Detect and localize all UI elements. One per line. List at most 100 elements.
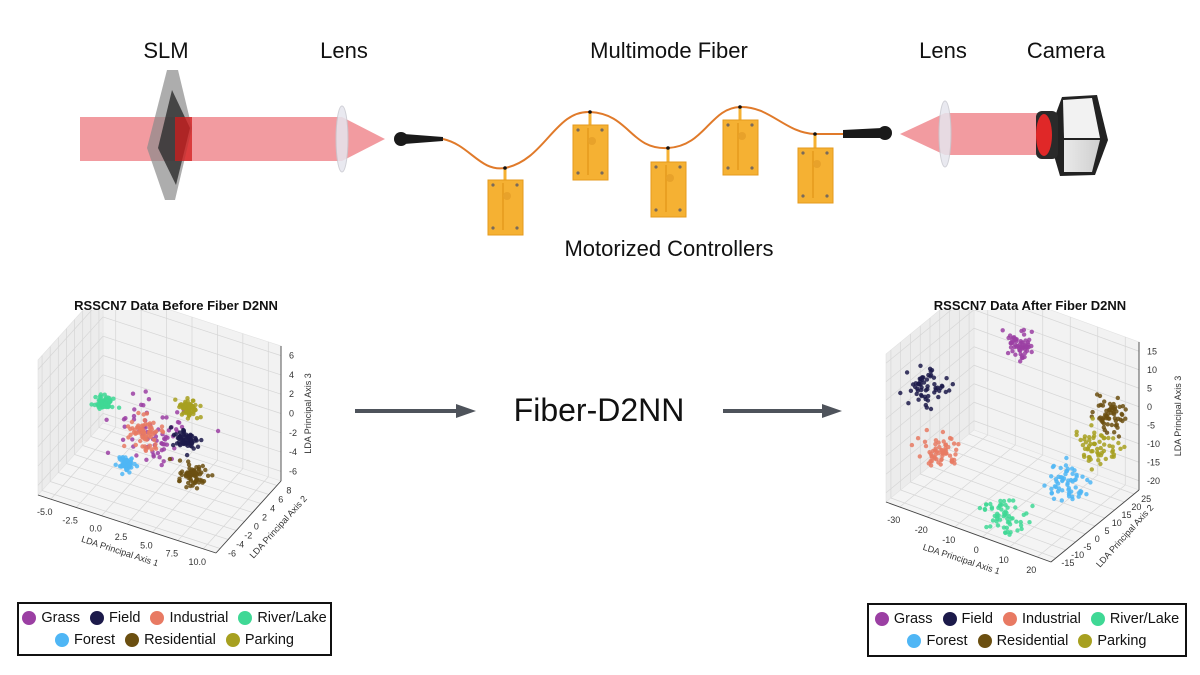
motorized-controller: [650, 146, 687, 218]
slm-label: SLM: [143, 38, 189, 63]
x-tick-label: 0: [974, 545, 979, 555]
left-fiber-connector: [394, 132, 443, 146]
motorized-controller: [797, 132, 834, 204]
grid-line: [885, 364, 975, 438]
data-point: [187, 433, 192, 438]
data-point: [171, 432, 177, 438]
data-point: [920, 375, 925, 380]
data-point: [1082, 454, 1087, 459]
data-point: [1076, 491, 1082, 496]
data-point: [93, 394, 98, 400]
grid-line: [102, 335, 282, 395]
legend-marker-icon: [1090, 612, 1105, 626]
data-point: [1110, 444, 1115, 449]
data-point: [1097, 416, 1102, 421]
y-tick-label: 20: [1131, 502, 1141, 512]
data-point: [1013, 352, 1018, 357]
data-point: [1007, 522, 1013, 527]
data-point: [1082, 446, 1088, 451]
data-point: [1074, 429, 1079, 434]
data-point: [1116, 440, 1121, 446]
data-point: [113, 462, 118, 467]
data-point: [924, 427, 929, 433]
data-point: [947, 435, 953, 441]
z-tick-label: -15: [1147, 457, 1160, 467]
data-point: [990, 518, 996, 523]
y-axis-line: [215, 480, 282, 554]
z-tick-label: -4: [289, 447, 297, 457]
data-point: [152, 437, 157, 443]
z-tick-label: -20: [1147, 476, 1160, 486]
slm-device: [147, 70, 192, 200]
grid-line: [126, 451, 193, 525]
legend-marker-icon: [225, 633, 240, 647]
data-point: [1074, 432, 1079, 438]
legend-label: Field: [961, 611, 993, 627]
x-tick-label: 5.0: [140, 540, 153, 550]
grid-line: [102, 316, 282, 376]
data-point: [168, 425, 174, 430]
data-point: [943, 450, 948, 455]
camera-device: [1036, 95, 1108, 176]
data-point: [1063, 463, 1069, 468]
data-point: [1008, 345, 1014, 350]
y-tick-label: -10: [1071, 550, 1084, 560]
data-point: [982, 506, 988, 512]
data-point: [949, 457, 955, 462]
data-point: [108, 399, 113, 404]
data-point: [1084, 492, 1089, 497]
data-point: [200, 463, 205, 469]
data-point: [189, 438, 194, 443]
legend-marker-icon: [1002, 612, 1017, 626]
data-point: [122, 424, 127, 429]
motorized-controllers-label: Motorized Controllers: [564, 236, 774, 261]
data-point: [153, 442, 158, 447]
data-point: [210, 473, 215, 478]
data-point: [135, 430, 141, 435]
grid-line: [74, 454, 253, 513]
data-point: [1017, 348, 1022, 353]
z-tick-label: -6: [289, 466, 297, 476]
grid-line: [929, 465, 1096, 527]
data-point: [181, 431, 186, 437]
data-point: [185, 396, 190, 401]
data-point: [120, 437, 126, 442]
series-residential: [1089, 392, 1128, 439]
data-point: [939, 457, 944, 463]
data-point: [103, 401, 108, 406]
data-point: [145, 422, 151, 427]
data-point: [1003, 502, 1008, 508]
legend-marker-icon: [942, 612, 957, 626]
data-point: [159, 424, 165, 429]
data-point: [950, 382, 955, 387]
data-point: [906, 401, 911, 406]
data-point: [133, 442, 138, 448]
right-fiber-connector: [843, 126, 892, 140]
grid-line: [75, 435, 142, 508]
z-tick-label: -5: [1147, 420, 1155, 430]
data-point: [143, 447, 148, 452]
data-point: [1021, 327, 1027, 333]
data-point: [1072, 477, 1077, 483]
camera-label: Camera: [1026, 38, 1106, 63]
data-point: [1018, 359, 1023, 364]
data-point: [1115, 395, 1120, 401]
data-point: [193, 435, 198, 441]
data-point: [171, 442, 176, 448]
data-point: [162, 442, 167, 447]
data-point: [185, 403, 191, 408]
data-point: [1019, 340, 1024, 345]
data-point: [179, 402, 184, 407]
data-point: [997, 517, 1003, 522]
data-point: [1100, 403, 1106, 408]
data-point: [191, 446, 196, 451]
data-point: [1049, 486, 1054, 492]
data-point: [1104, 408, 1109, 413]
legend-marker-icon: [22, 611, 37, 625]
data-point: [194, 416, 200, 421]
grid-line: [37, 355, 104, 428]
data-point: [928, 406, 934, 412]
data-point: [1091, 441, 1097, 446]
data-point: [1058, 465, 1063, 471]
arrow-left: [355, 404, 476, 418]
